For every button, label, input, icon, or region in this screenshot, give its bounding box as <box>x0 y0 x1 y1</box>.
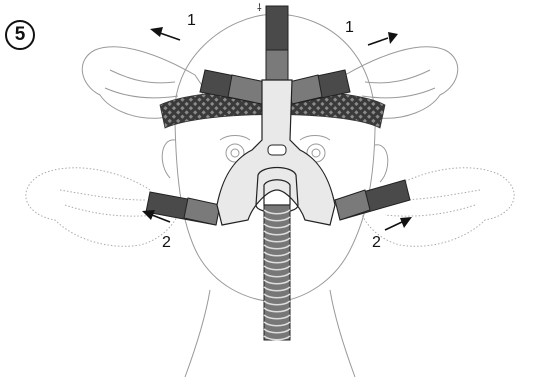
label-top-left: 1 <box>187 13 196 29</box>
label-bottom-right: 2 <box>372 235 381 251</box>
clip-marks: ⸸ <box>257 4 262 14</box>
air-tube <box>264 205 290 340</box>
label-top-right: 1 <box>345 20 354 36</box>
step-number-badge: 5 <box>5 20 35 50</box>
label-bottom-left: 2 <box>162 235 171 251</box>
